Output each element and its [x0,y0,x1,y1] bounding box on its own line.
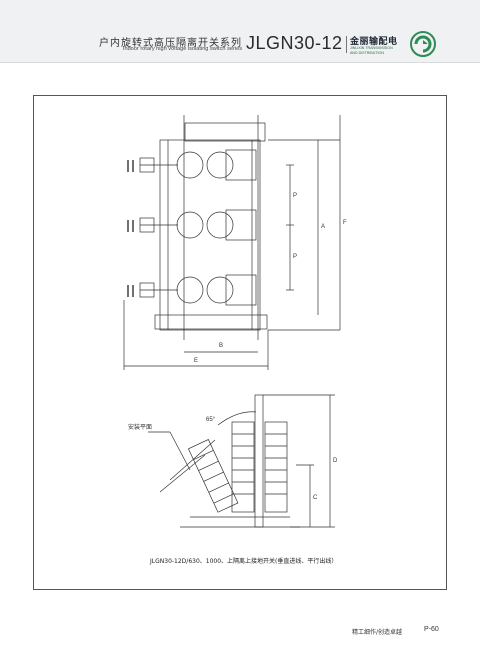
page-header: 户内旋转式高压隔离开关系列 Indoor rotary high voltage… [0,0,480,63]
drawing-caption: JLGN30-12D/630、1000、上隔离上接地开关(垂直进线、平行出线） [150,558,338,565]
insulator-stack-right [264,421,288,513]
insulator-stack-tilted [187,439,239,513]
model-number: JLGN30-12 [246,33,343,53]
dim-label-p2: P [293,254,297,260]
logo-divider [346,36,347,53]
company-name-en-line1: JINLIXIN TRANSMISSION [350,46,393,50]
phase-2 [139,209,257,241]
page-number: P-60 [424,626,439,633]
mounting-plane-label: 安装平面 [128,423,152,431]
dim-label-p1: P [293,193,297,199]
company-name-en: JINLIXIN TRANSMISSION AND DISTRIBUTION [350,46,410,55]
phase-1 [139,149,257,181]
insulator-stack-left [231,421,255,513]
dim-label-b: B [219,343,223,349]
dim-label-e: E [194,358,198,364]
dim-label-d: D [333,458,338,464]
dim-label-c: C [313,495,318,501]
company-name-en-line2: AND DISTRIBUTION [350,50,384,55]
phase-3 [139,274,257,306]
company-name-cn: 金丽输配电 [350,37,398,47]
dim-label-a: A [321,224,325,230]
angle-label: 65° [206,417,216,423]
series-title-cn: 户内旋转式高压隔离开关系列 [99,38,242,49]
company-logo-icon [410,31,436,57]
top-frame [159,139,261,331]
footer-slogan: 精工细作/创造卓越 [352,629,403,636]
series-title-en: Indoor rotary high voltage isolating swi… [122,46,242,52]
technical-drawing-frame [33,95,447,590]
dim-label-f: F [343,220,347,226]
